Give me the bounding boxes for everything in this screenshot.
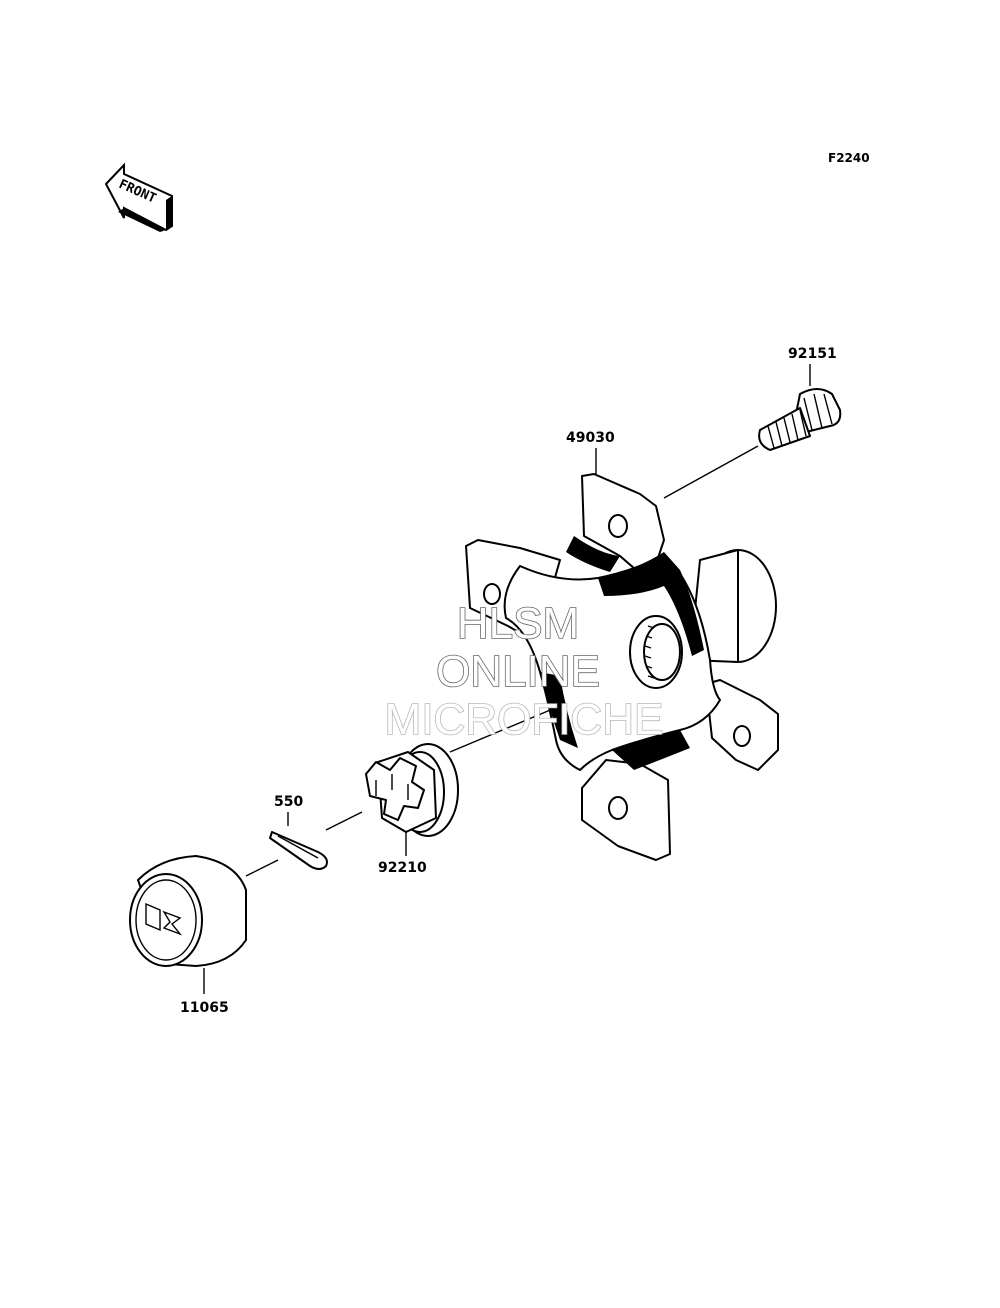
castle-nut-92210 <box>365 743 459 837</box>
callout-92210: 92210 <box>378 860 427 876</box>
watermark-line-3: MICROFICHE <box>385 695 664 744</box>
watermark-line-1: HLSM <box>457 599 579 648</box>
callout-11065: 11065 <box>180 1000 229 1016</box>
callout-550: 550 <box>274 794 303 810</box>
front-arrow-icon: FRONT <box>104 162 173 232</box>
callout-49030: 49030 <box>566 430 615 446</box>
cotter-pin-550 <box>269 831 328 870</box>
watermark: HLSM ONLINE MICROFICHE <box>384 598 664 745</box>
callout-92151: 92151 <box>788 346 837 362</box>
hub-cap-11065 <box>129 855 247 967</box>
stud-bolt-92151 <box>758 388 842 451</box>
watermark-line-2: ONLINE <box>436 647 600 696</box>
figure-code: F2240 <box>828 151 870 165</box>
wheel-hub-49030 <box>465 473 779 861</box>
